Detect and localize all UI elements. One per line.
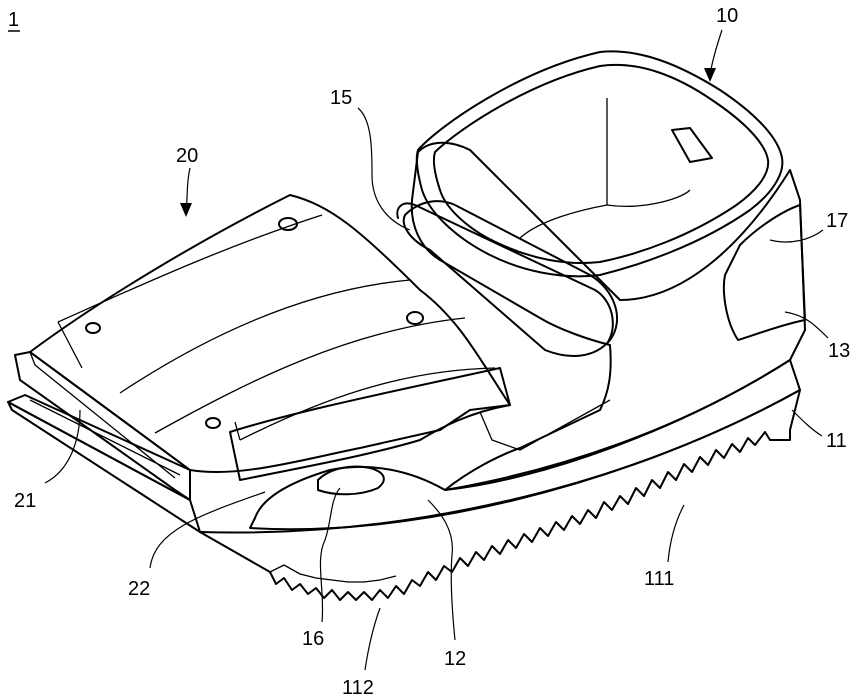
leader-lines (44, 29, 829, 671)
boot-outer-shell (249, 141, 806, 531)
label-16: 16 (302, 628, 324, 650)
label-15: 15 (330, 87, 352, 109)
rivet-hole (85, 322, 101, 334)
label-11: 11 (826, 430, 847, 452)
label-22: 22 (128, 578, 150, 600)
rivet-hole (278, 217, 298, 231)
inner-boot-10 (396, 50, 784, 357)
label-112: 112 (342, 677, 374, 699)
label-13: 13 (828, 340, 850, 362)
label-17: 17 (826, 210, 848, 232)
label-12: 12 (444, 648, 466, 670)
figure-number: 1 (8, 9, 19, 31)
reference-labels: 10 15 20 17 13 11 21 22 111 16 12 112 (14, 5, 850, 699)
rivet-hole (205, 417, 221, 429)
label-10: 10 (716, 5, 738, 27)
toe-cap-20 (7, 194, 611, 533)
label-20: 20 (176, 145, 198, 167)
label-21: 21 (14, 490, 36, 512)
rivet-hole (406, 311, 424, 325)
label-111: 111 (644, 568, 674, 590)
body-11 (199, 389, 801, 601)
